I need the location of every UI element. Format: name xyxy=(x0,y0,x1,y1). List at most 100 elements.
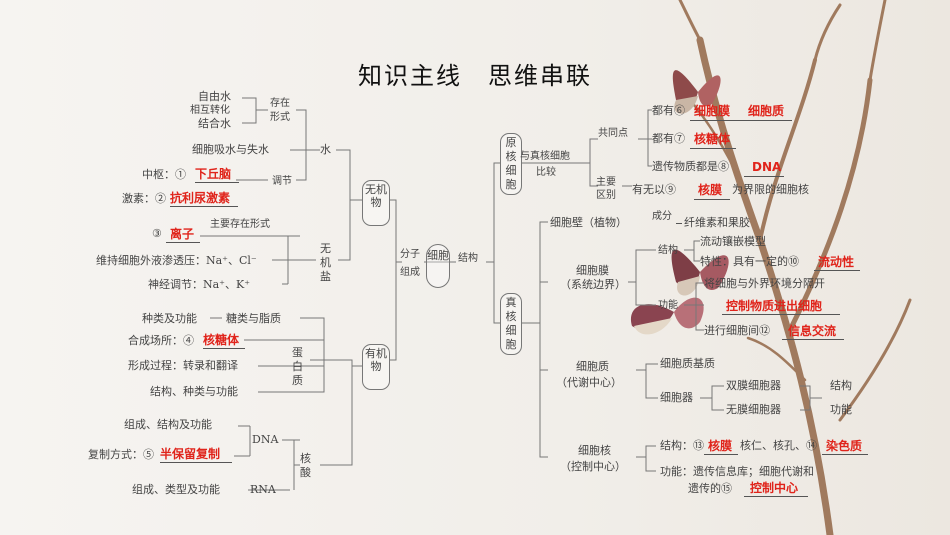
answer-13-underline xyxy=(704,454,738,455)
label-double-membrane: 双膜细胞器 xyxy=(726,379,781,392)
label-salt: 无机盐 xyxy=(320,242,331,283)
page-title: 知识主线 思维串联 xyxy=(358,62,592,90)
label-bound-water: 结合水 xyxy=(198,117,231,130)
answer-8-underline xyxy=(744,176,784,177)
node-inorganic: 无机物 xyxy=(362,180,390,226)
label-cellulose: 纤维素和果胶 xyxy=(684,216,750,229)
label-system-boundary: （系统边界） xyxy=(560,278,626,291)
label-cytoplasm: 细胞质 xyxy=(576,360,609,373)
label-compose: 组成 xyxy=(400,267,420,278)
label-formation: 形成过程：转录和翻译 xyxy=(128,359,238,372)
answer-11-underline xyxy=(722,314,840,315)
label-molecule: 分子 xyxy=(400,249,420,260)
label-all-have-6: 都有⑥ xyxy=(652,104,685,117)
label-component: 成分 xyxy=(652,211,672,222)
label-interconvert: 相互转化 xyxy=(190,105,230,116)
answer-7-underline xyxy=(690,148,736,149)
label-absorb-water: 细胞吸水与失水 xyxy=(192,143,269,156)
label-matrix: 细胞质基质 xyxy=(660,357,715,370)
node-eukaryote: 真核细胞 xyxy=(500,293,522,355)
answer-13: 核膜 xyxy=(708,439,733,453)
label-water: 水 xyxy=(320,143,331,156)
label-nucleolus-pore: 核仁、核孔、⑭ xyxy=(740,439,817,452)
label-heredity-15: 遗传的⑮ xyxy=(688,482,732,495)
label-all-have-7: 都有⑦ xyxy=(652,132,685,145)
answer-3: 离子 xyxy=(170,227,195,241)
answer-14: 染色质 xyxy=(826,439,863,453)
label-mem-structure: 结构 xyxy=(658,245,678,256)
label-rna: RNA xyxy=(250,483,276,496)
answer-5: 半保留复制 xyxy=(160,447,221,461)
label-center: 中枢：① xyxy=(142,168,186,181)
label-property-10: 特性：具有一定的⑩ xyxy=(700,255,799,268)
label-organelle-function: 功能 xyxy=(830,403,852,416)
label-cell-membrane: 细胞膜 xyxy=(576,264,609,277)
node-prokaryote: 原核细胞 xyxy=(500,133,522,195)
label-nucleus: 细胞核 xyxy=(578,444,611,457)
label-organelle-structure: 结构 xyxy=(830,379,852,392)
wall-connector xyxy=(676,223,682,224)
label-main-form: 主要存在形式 xyxy=(210,219,270,230)
label-bounded-nucleus: 为界限的细胞核 xyxy=(732,183,809,196)
answer-2-underline xyxy=(170,206,238,207)
answer-12: 信息交流 xyxy=(788,324,837,338)
label-regulate: 调节 xyxy=(272,176,292,187)
label-genetic-material: 遗传物质都是⑧ xyxy=(652,160,729,173)
answer-1-underline xyxy=(195,182,239,183)
label-organelle: 细胞器 xyxy=(660,391,693,404)
answer-5-underline xyxy=(160,462,232,463)
label-compare: 比较 xyxy=(536,167,556,178)
label-exist: 存在 xyxy=(270,98,290,109)
label-structure-13: 结构：⑬ xyxy=(660,439,704,452)
label-hormone: 激素：② xyxy=(122,192,166,205)
label-osmotic: 维持细胞外液渗透压：Na⁺、Cl⁻ xyxy=(96,254,257,267)
answer-4: 核糖体 xyxy=(203,333,240,347)
label-with-without-9: 有无以⑨ xyxy=(632,183,676,196)
label-communicate-12: 进行细胞间⑫ xyxy=(704,324,770,337)
answer-9: 核膜 xyxy=(698,183,723,197)
answer-1: 下丘脑 xyxy=(195,167,232,181)
label-metabolic-center: （代谢中心） xyxy=(556,376,622,389)
butterfly-top-icon xyxy=(672,70,721,114)
answer-6a: 细胞膜 xyxy=(694,104,731,118)
label-comp-type: 组成、类型及功能 xyxy=(132,483,220,496)
label-kinds-func: 种类及功能 xyxy=(142,312,197,325)
label-cell-wall: 细胞壁（植物） xyxy=(550,216,627,229)
label-structure: 结构 xyxy=(458,253,478,264)
label-main-diff: 主要区别 xyxy=(596,177,616,201)
label-nucleic: 核酸 xyxy=(300,452,311,479)
label-protein: 蛋白质 xyxy=(292,346,303,387)
label-separate: 将细胞与外界环境分隔开 xyxy=(704,277,825,290)
answer-8: DNA xyxy=(752,160,782,174)
answer-4-underline xyxy=(203,348,245,349)
answer-15-underline xyxy=(744,496,808,497)
label-form: 形式 xyxy=(270,112,290,123)
label-common: 共同点 xyxy=(598,128,628,139)
label-synthesis: 合成场所：④ xyxy=(128,334,194,347)
answer-3-underline xyxy=(166,242,200,243)
label-fluid-mosaic: 流动镶嵌模型 xyxy=(700,235,766,248)
answer-2: 抗利尿激素 xyxy=(170,191,231,205)
label-struct-kind: 结构、种类与功能 xyxy=(150,385,238,398)
label-n3: ③ xyxy=(152,227,162,240)
label-function-15: 功能：遗传信息库；细胞代谢和 xyxy=(660,465,814,478)
answer-6b: 细胞质 xyxy=(748,104,785,118)
answer-10-underline xyxy=(814,270,860,271)
label-control-center: （控制中心） xyxy=(560,460,626,473)
label-replication: 复制方式：⑤ xyxy=(88,448,154,461)
label-dna: DNA xyxy=(252,433,279,446)
answer-11: 控制物质进出细胞 xyxy=(726,299,823,313)
label-free-water: 自由水 xyxy=(198,90,231,103)
answer-14-underline xyxy=(822,454,868,455)
answer-7: 核糖体 xyxy=(694,132,731,146)
answer-10: 流动性 xyxy=(818,255,855,269)
label-mem-function: 功能 xyxy=(658,300,678,311)
answer-15: 控制中心 xyxy=(750,481,799,495)
label-sugar-lipid: 糖类与脂质 xyxy=(226,312,281,325)
butterfly-middle-icon xyxy=(671,249,729,296)
node-cell: 细胞 xyxy=(426,244,450,288)
node-organic: 有机物 xyxy=(362,344,390,390)
